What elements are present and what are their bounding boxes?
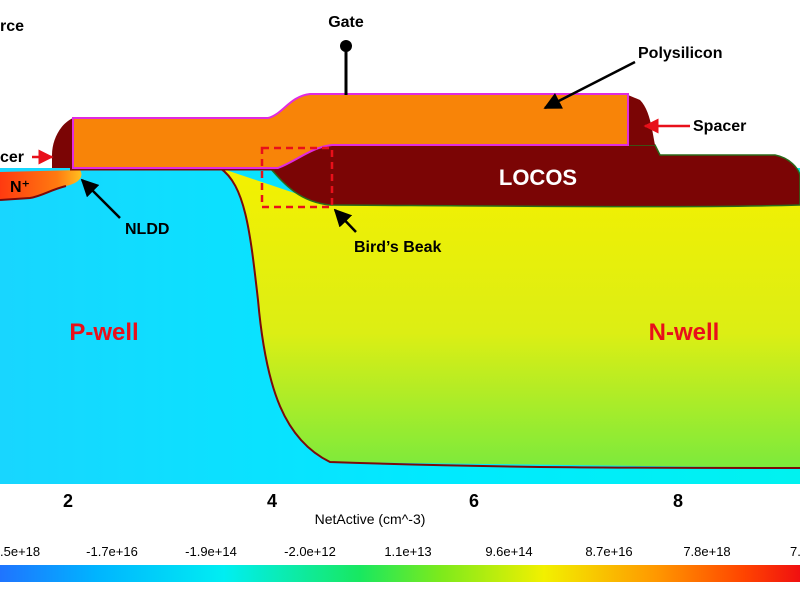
nldd-arrow: [80, 178, 121, 219]
spacer-right-label: Spacer: [693, 118, 746, 135]
spacer-left-label: cer: [0, 149, 24, 166]
birds-beak-label: Bird’s Beak: [354, 239, 442, 256]
colorbar-label-8: 7.: [790, 544, 800, 559]
colorbar-label-0: .5e+18: [0, 544, 40, 559]
colorbar-label-6: 8.7e+16: [585, 544, 632, 559]
colorbar-label-2: -1.9e+14: [185, 544, 237, 559]
gate-label: Gate: [328, 14, 364, 31]
n-well-region: [220, 168, 800, 468]
tick-label-2: 2: [63, 491, 73, 511]
colorbar-labels: .5e+18 -1.7e+16 -1.9e+14 -2.0e+12 1.1e+1…: [0, 544, 800, 559]
n-well-label: N-well: [649, 319, 720, 346]
n-plus-region: [0, 170, 82, 200]
colorbar-label-5: 9.6e+14: [485, 544, 532, 559]
nldd-label: NLDD: [125, 221, 169, 238]
birds-beak-box: [260, 146, 334, 209]
spacer-left: [52, 118, 75, 168]
colorbar: [0, 565, 800, 582]
colorbar-label-7: 7.8e+18: [683, 544, 730, 559]
locos-label: LOCOS: [499, 165, 577, 190]
pn-junction: [219, 167, 800, 469]
polysilicon-label: Polysilicon: [638, 45, 722, 62]
tick-label-8: 8: [673, 491, 683, 511]
tick-label-6: 6: [469, 491, 479, 511]
gate-contact-dot: [340, 40, 352, 52]
source-label: rce: [0, 18, 24, 35]
x-axis-label: NetActive (cm^-3): [315, 511, 426, 527]
colorbar-label-1: -1.7e+16: [86, 544, 138, 559]
tick-label-4: 4: [267, 491, 277, 511]
spacer-right: [628, 95, 655, 145]
n-plus-label: N⁺: [10, 179, 30, 196]
polysilicon-arrow: [543, 60, 636, 110]
colorbar-label-3: -2.0e+12: [284, 544, 336, 559]
colorbar-label-4: 1.1e+13: [384, 544, 431, 559]
p-well-label: P-well: [69, 319, 138, 346]
polysilicon-gate: [72, 93, 629, 169]
x-axis: 2 4 6 8: [63, 491, 683, 511]
birds-beak-arrow: [333, 208, 357, 233]
